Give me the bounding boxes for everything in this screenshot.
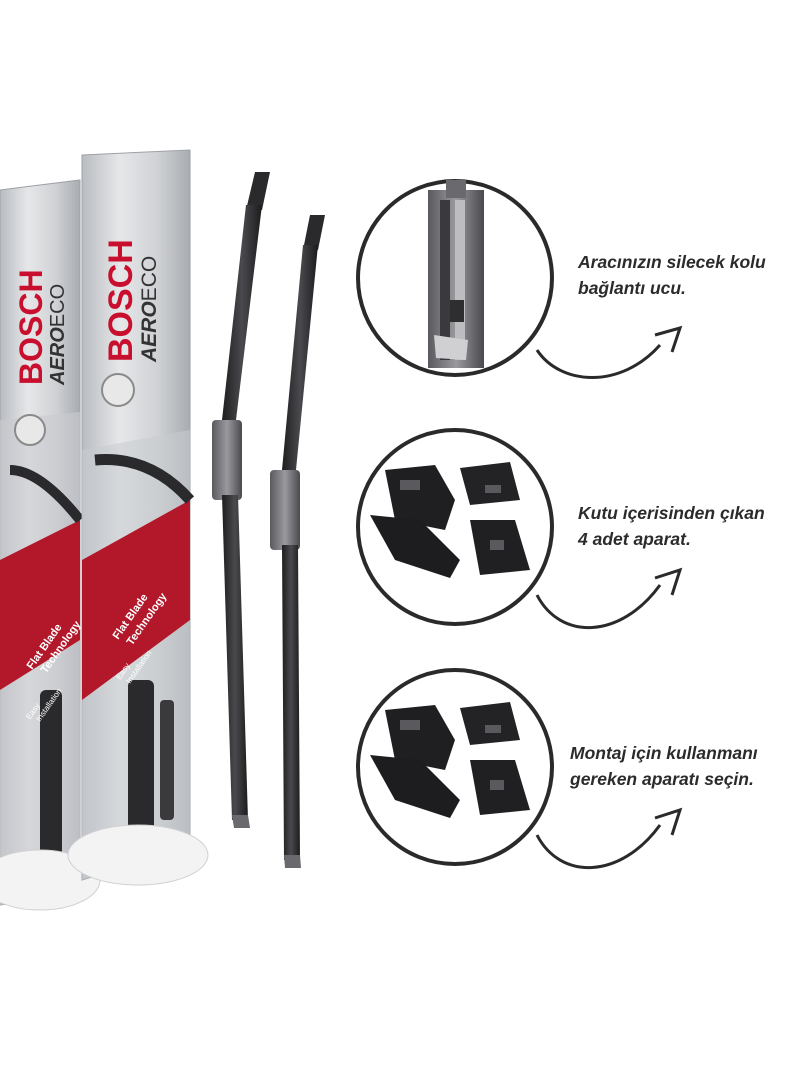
arrow-3 (535, 824, 662, 869)
arrowhead-2-icon (654, 567, 683, 596)
callout-3-line-2: gereken aparatı seçin. (570, 769, 754, 789)
callout-3-line-1: Montaj için kullanmanı (570, 743, 758, 763)
callout-circle-3 (356, 668, 554, 866)
arrow-1 (535, 344, 662, 379)
package-2: BOSCH AEROECO Flat Blade Technology Easy… (67, 149, 209, 886)
callout-1-caption: Aracınızın silecek kolu bağlantı ucu. (578, 249, 766, 301)
package-2-blade-image (94, 454, 195, 504)
wiper-blade-left-connector (212, 420, 242, 500)
callout-2-caption: Kutu içerisinden çıkan 4 adet aparat. (578, 500, 765, 552)
wiper-blade-right (270, 215, 325, 868)
callout-1-line-1: Aracınızın silecek kolu (578, 252, 766, 272)
package-2-product: AEROECO (138, 256, 161, 363)
package-1-banner (0, 520, 80, 690)
adapter-set-icon (370, 462, 530, 578)
callout-2-line-2: 4 adet aparat. (578, 529, 691, 549)
arrow-2 (535, 584, 662, 629)
callout-2-line-1: Kutu içerisinden çıkan (578, 503, 765, 523)
package-1-product: AEROECO (47, 284, 69, 386)
package-2-banner (82, 500, 190, 700)
package-1: BOSCH AEROECO Flat Blade Technology Easy… (0, 179, 101, 911)
bosch-roundel-icon (101, 373, 135, 407)
callout-circle-1 (356, 179, 554, 377)
callout-circle-2 (356, 428, 554, 626)
bosch-roundel-icon (14, 414, 46, 446)
package-1-blade-image (9, 465, 84, 524)
adapter-set-icon (370, 702, 530, 818)
arrowhead-3-icon (654, 807, 683, 836)
wiper-blade-left (212, 172, 270, 828)
callout-3-caption: Montaj için kullanmanı gereken aparatı s… (570, 740, 758, 792)
wiper-blade-right-connector (270, 470, 300, 550)
package-1-brand: BOSCH (13, 269, 49, 385)
callout-1-line-2: bağlantı ucu. (578, 278, 686, 298)
package-2-brand: BOSCH (102, 239, 140, 362)
wiper-arm-connector-detail (428, 180, 484, 368)
arrowhead-1-icon (654, 325, 683, 353)
